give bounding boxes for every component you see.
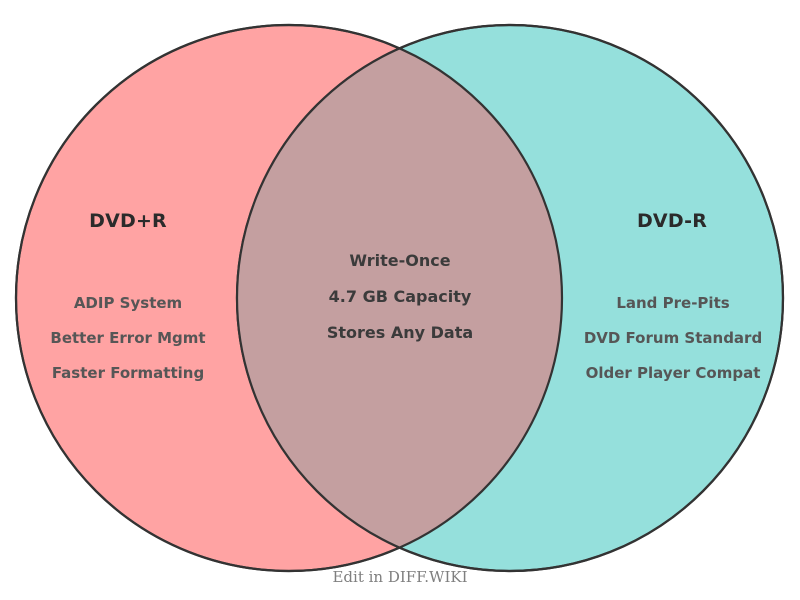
right-circle-outline (235, 23, 785, 573)
left-circle-outline (14, 23, 564, 573)
intersection-region[interactable] (237, 25, 783, 571)
edit-in-diffwiki-link[interactable]: Edit in DIFF.WIKI (332, 568, 468, 586)
